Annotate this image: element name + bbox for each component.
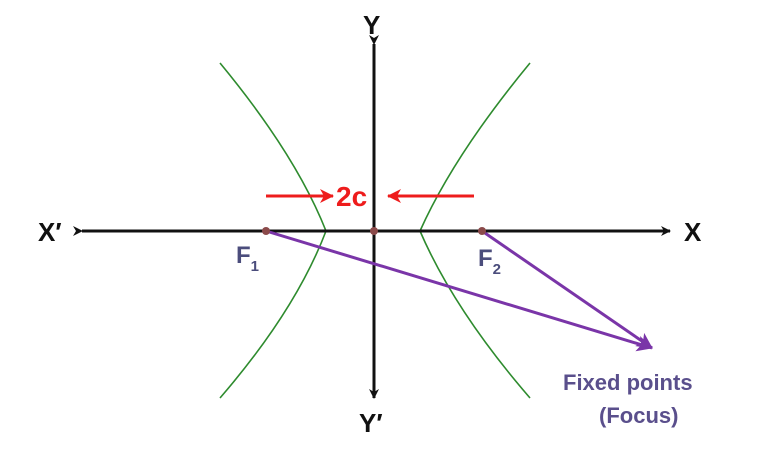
- focal-line-f2: [481, 229, 653, 350]
- y-positive-label: Y: [363, 10, 380, 40]
- focus-point-f1: [262, 227, 270, 235]
- annotation-line-2: (Focus): [599, 403, 678, 428]
- annotation-line-1: Fixed points: [563, 370, 693, 395]
- focal-line-f1: [265, 229, 653, 352]
- focus-label-f1: F1: [236, 242, 259, 275]
- focus-label-f2: F2: [478, 245, 501, 278]
- y-negative-label: Y′: [359, 408, 383, 438]
- x-negative-label: X′: [38, 217, 62, 247]
- x-positive-label: X: [684, 217, 702, 247]
- center-point: [370, 227, 378, 235]
- distance-label: 2c: [336, 181, 367, 212]
- focus-point-f2: [478, 227, 486, 235]
